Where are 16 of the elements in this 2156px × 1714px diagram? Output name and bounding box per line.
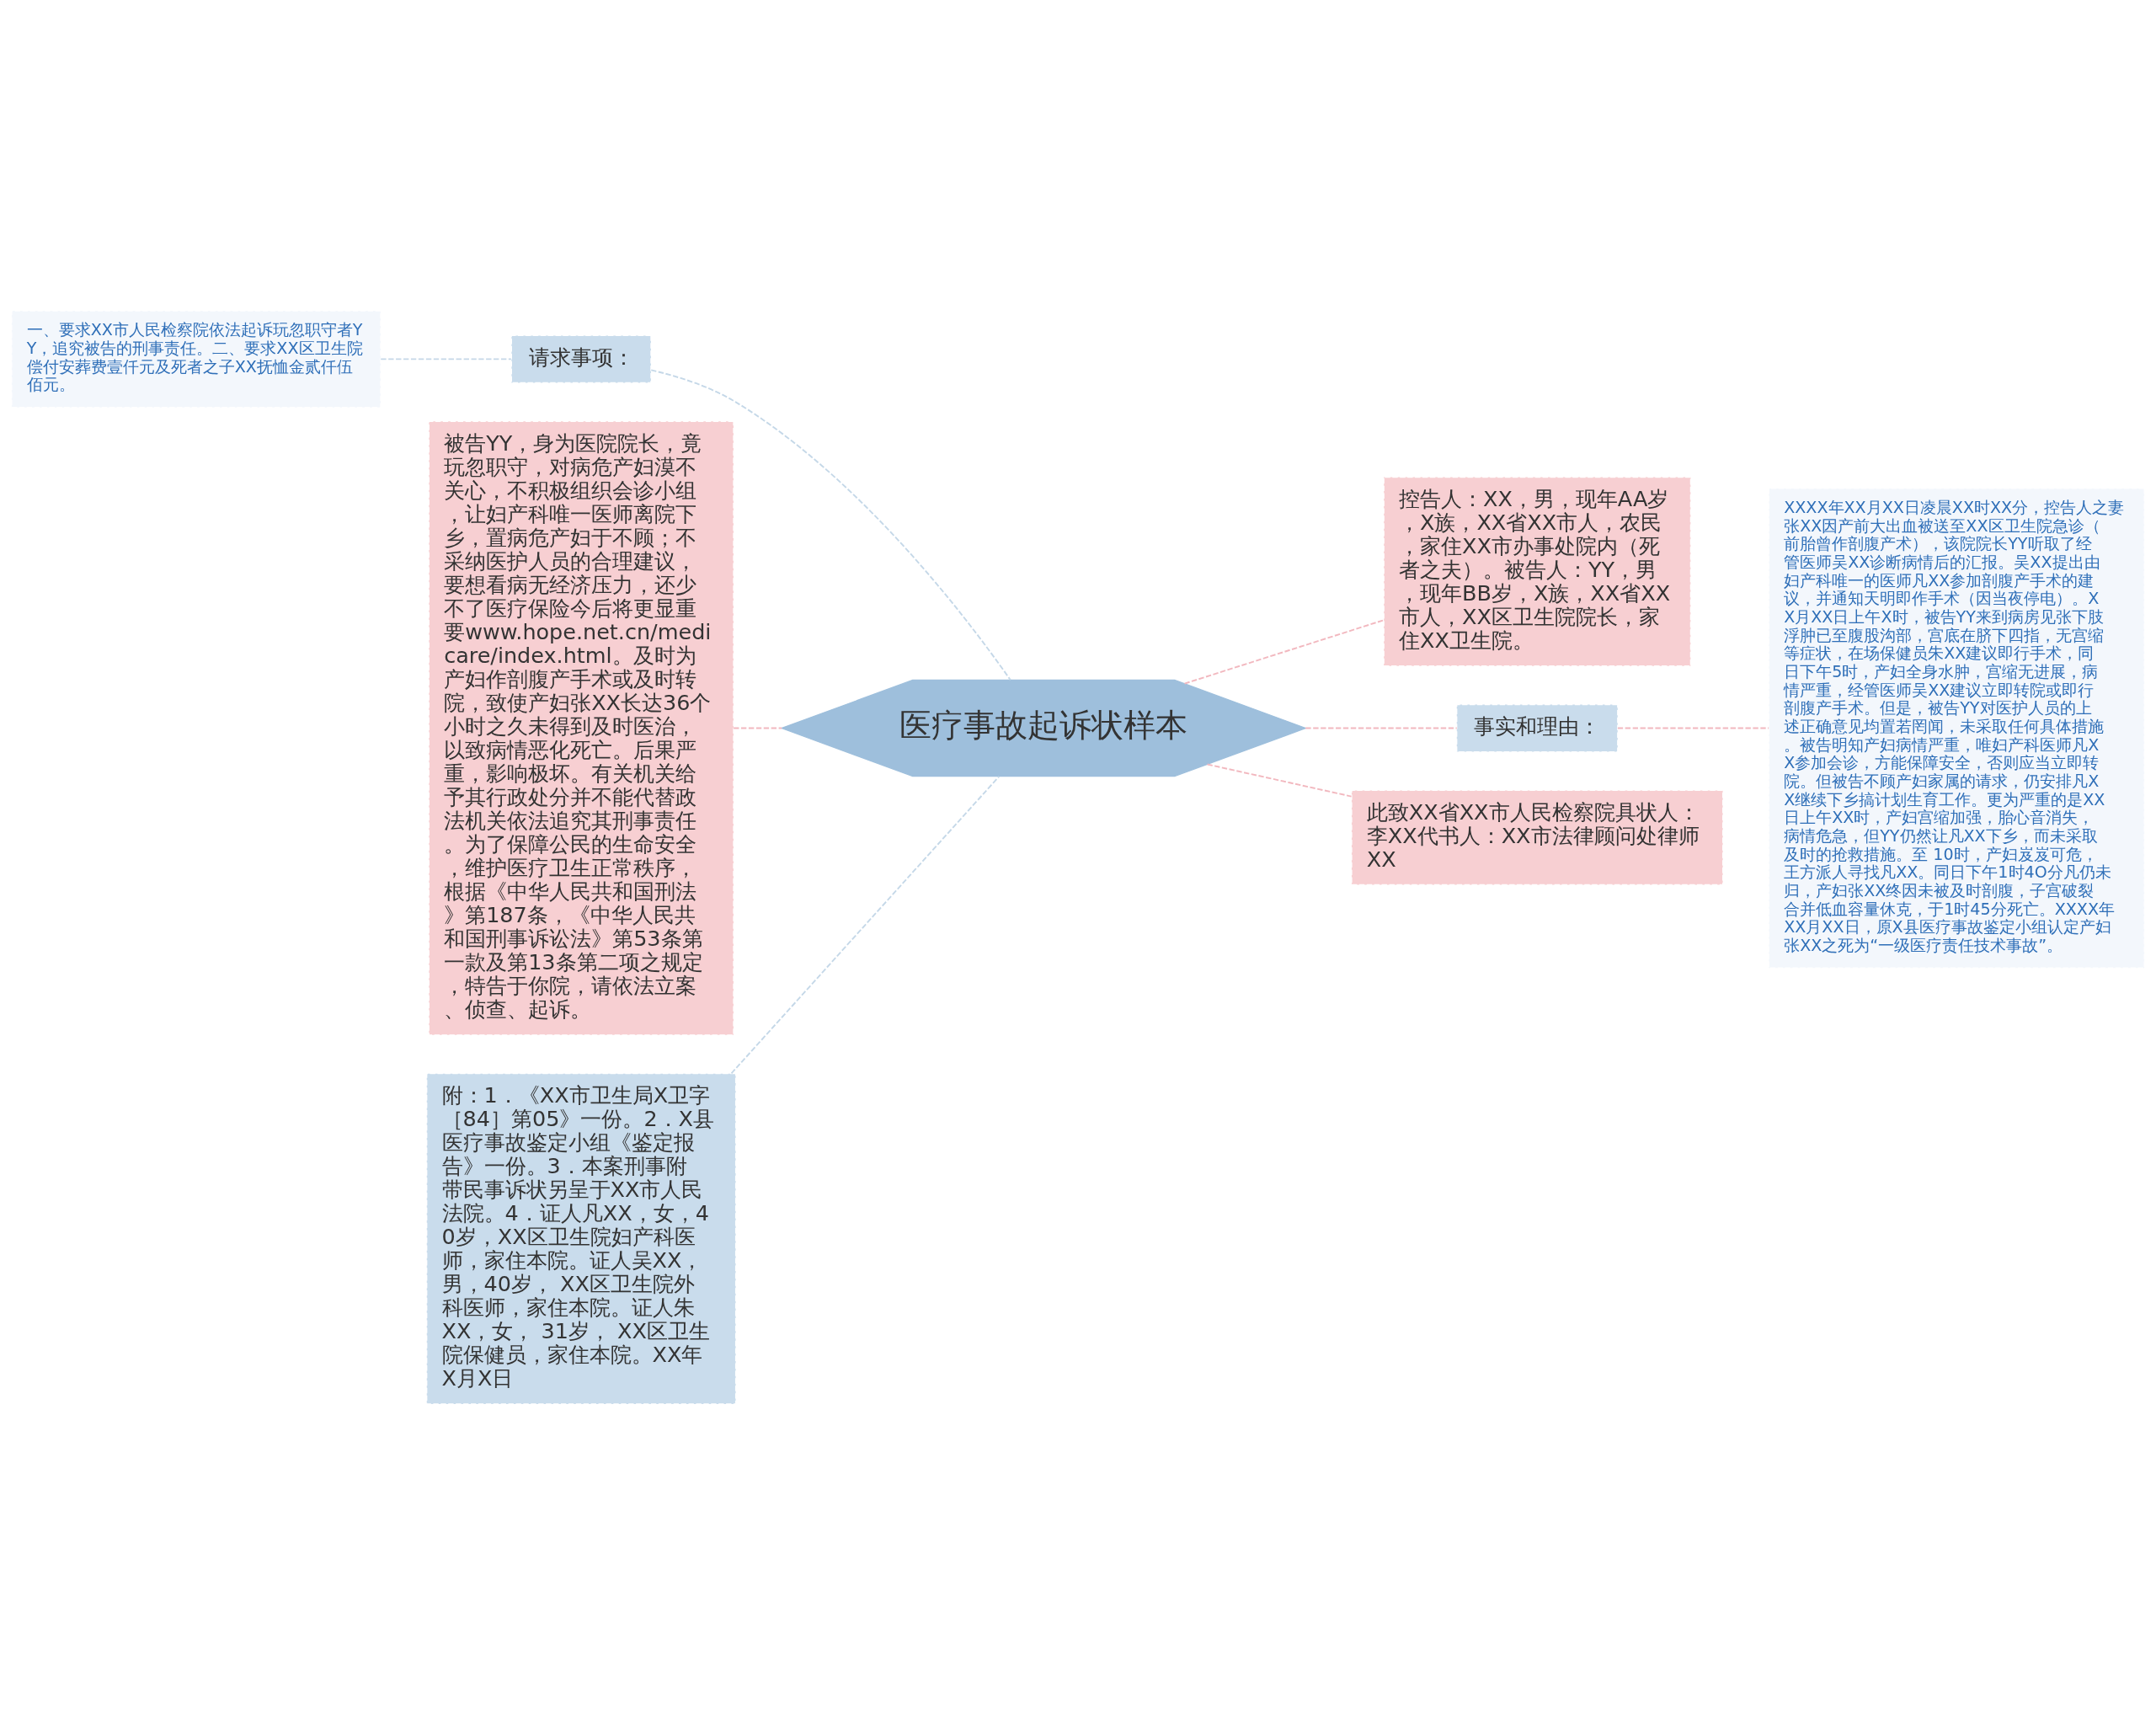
node-box: 事实和理由： <box>1456 703 1619 752</box>
node-box: 一、要求XX市人民检察院依法起诉玩忽职守者YY，追究被告的刑事责任。二、要求XX区卫生院偿付安葬费壹仟元及死者之子XX抚恤金贰仟伍佰元。 <box>11 309 382 408</box>
node-box: 此致XX省XX市人民检察院具状人：李XX代书人：XX市法律顾问处律师XX <box>1351 789 1724 885</box>
connector <box>1616 727 1770 729</box>
connector <box>1305 727 1458 729</box>
node-box: 请求事项： <box>510 334 652 383</box>
connector <box>1183 618 1385 685</box>
connector <box>733 727 783 729</box>
connector <box>380 357 512 360</box>
node-box: 被告YY，身为医院院长，竟玩忽职守，对病危产妇漠不关心，不积极组织会诊小组，让妇产科唯一医师离院下乡，置病危产妇于不顾；不采纳医护人员的合理建议，要想看病无经济压力，还少不了医疗保险今后将更显重要www.hope.net.cn/medicare/index.html。及时为产妇作剖腹产手术或及时转院，致使产妇张XX长达36个小时之久未得到及时医治，以致病情恶化死亡。后果严重，影响极坏。有关机关给予其行政处分并不能代替政法机关依法追究其刑事责任。为了保障公民的生命安全，维护医疗卫生正常秩序，根据《中华人民共和国刑法》第187条，《中华人民共和国刑事诉讼法》第53条第一款及第13条第二项之规定，特告于你院，请依法立案、侦查、起诉。 <box>428 420 734 1035</box>
node-box: XXXX年XX月XX日凌晨XX时XX分，控告人之妻张XX因产前大出血被送至XX区卫生院急诊（前胎曾作剖腹产术），该院院长YY听取了经管医师吴XX诊断病情后的汇报。吴XX提出由妇产科唯一的医师凡XX参加剖腹产手术的建议，并通知天明即作手术（因当夜停电）。XX月XX日上午X时，被告YY来到病房见张下肢浮肿已至腹股沟部，宫底在脐下四指，无宫缩等症状，在场保健员朱XX建议即行手术，同日下午5时，产妇全身水肿，宫缩无进展，病情严重，经管医师吴XX建议立即转院或即行剖腹产手术。但是，被告YY对医护人员的上述正确意见均置若罔闻，未采取任何具体措施。被告明知产妇病情严重，唯妇产科医师凡XX参加会诊，方能保障安全，否则应当立即转院。但被告不顾产妇家属的请求，仍安排凡XX继续下乡搞计划生育工作。更为严重的是XX日上午XX时，产妇宫缩加强，胎心音消失，病情危急，但YY仍然让凡XX下乡，而未采取及时的抢救措施。至 10时，产妇岌岌可危，王方派人寻找凡XX。同日下午1时4O分凡仍未归，产妇张XX终因未被及时剖腹，子宫破裂合并低血容量休克，于1时45分死亡。XXXX年XX月XX日，原X县医疗事故鉴定小组认定产妇张XX之死为“一级医疗责任技术事故”。 <box>1768 487 2145 969</box>
connector <box>650 368 1011 681</box>
connector <box>1206 763 1353 798</box>
node-box: 附：1．《XX市卫生局X卫字［84］第05》一份。2．X县医疗事故鉴定小组《鉴定报告》一份。3．本案刑事附带民事诉状另呈于XX市人民法院。4．证人凡XX，女，40岁，XX区卫生院妇产科医师，家住本院。证人吴XX，男，40岁， XX区卫生院外科医师，家住本院。证人朱XX，女， 31岁， XX区卫生院保健员，家住本院。XX年X月X日 <box>426 1072 737 1405</box>
node-box: 控告人：XX，男，现年AA岁，X族，XX省XX市人，农民，家住XX市办事处院内（死者之夫）。被告人：YY，男，现年BB岁，X族，XX省XX市人，XX区卫生院院长，家住XX卫生院。 <box>1383 476 1692 666</box>
connector <box>730 775 1001 1074</box>
